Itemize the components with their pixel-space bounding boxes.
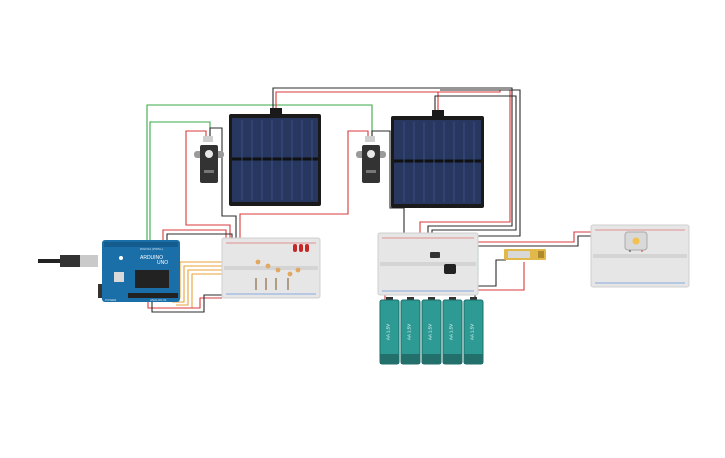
breadboard-2[interactable] <box>377 232 479 296</box>
servo-motor-2[interactable] <box>356 136 386 183</box>
battery-label: AA 1.5V <box>386 324 391 340</box>
resistor-group <box>255 278 289 290</box>
battery-cell[interactable]: AA 1.5V <box>379 297 400 365</box>
photoresistor-5[interactable] <box>295 267 301 273</box>
wire-black-top-2[interactable] <box>431 95 517 240</box>
battery-cell[interactable]: AA 1.5V <box>442 297 463 365</box>
wire-green-servo-2[interactable] <box>146 104 373 244</box>
battery-pack: AA 1.5V AA 1.5V AA 1.5V AA 1.5V AA 1.5V <box>379 297 484 365</box>
sensor-module[interactable] <box>504 249 546 260</box>
servo-motor-1[interactable] <box>194 136 224 183</box>
battery-label: AA 1.5V <box>428 324 433 340</box>
arduino-brand-text: ARDUINO <box>140 255 163 261</box>
battery-label: AA 1.5V <box>407 324 412 340</box>
wire-black-top-1[interactable] <box>272 87 513 240</box>
arduino-digital-label: DIGITAL (PWM~) <box>140 247 163 251</box>
wire-black-servo-1[interactable] <box>209 127 237 240</box>
red-led-2[interactable] <box>299 244 303 252</box>
breadboard-3[interactable] <box>590 224 690 288</box>
dc-motor[interactable] <box>624 231 648 252</box>
wire-black-arduino-bottom[interactable] <box>151 294 222 313</box>
wire-black-servo-2[interactable] <box>371 130 405 240</box>
solar-panel-1[interactable] <box>229 108 321 206</box>
wire-red-arduino-power[interactable] <box>162 229 227 244</box>
wire-red-to-board3[interactable] <box>470 231 600 243</box>
battery-cell[interactable]: AA 1.5V <box>463 297 484 365</box>
red-led-1[interactable] <box>293 244 297 252</box>
capacitor[interactable] <box>430 252 440 258</box>
battery-label: AA 1.5V <box>449 324 454 340</box>
wire-red-servo-2[interactable] <box>239 130 369 240</box>
breadboard-1[interactable] <box>221 237 321 299</box>
led-group <box>293 244 309 252</box>
battery-label: AA 1.5V <box>470 324 475 340</box>
wire-black-arduino-gnd[interactable] <box>166 233 233 244</box>
red-led-3[interactable] <box>305 244 309 252</box>
wire-black-to-board3[interactable] <box>474 235 600 247</box>
battery-cell[interactable]: AA 1.5V <box>400 297 421 365</box>
wire-green-servo-1[interactable] <box>149 121 211 244</box>
photoresistor-3[interactable] <box>275 267 281 273</box>
wires <box>146 87 600 313</box>
wire-red-arduino-bottom[interactable] <box>147 297 222 309</box>
arduino-uno-board[interactable]: ARDUINO UNO POWER ANALOG IN DIGITAL (PWM… <box>38 240 180 302</box>
arduino-model-text: UNO <box>157 260 168 266</box>
photoresistor-group <box>255 259 301 277</box>
photoresistor-2[interactable] <box>265 263 271 269</box>
arduino-analog-label: ANALOG IN <box>150 298 166 302</box>
photoresistor-1[interactable] <box>255 259 261 265</box>
arduino-power-label: POWER <box>105 298 117 302</box>
photoresistor-4[interactable] <box>287 271 293 277</box>
battery-cell[interactable]: AA 1.5V <box>421 297 442 365</box>
wire-red-servo-1[interactable] <box>185 130 231 240</box>
transistor[interactable] <box>444 264 456 274</box>
solar-panel-2[interactable] <box>391 110 484 208</box>
